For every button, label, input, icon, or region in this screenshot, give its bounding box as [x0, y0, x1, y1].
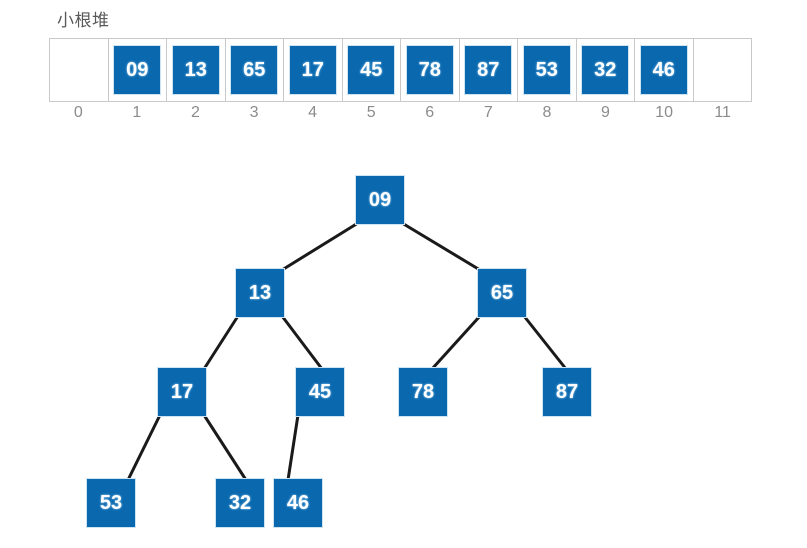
array-index-label-9: 9: [601, 104, 610, 121]
array-index-row: 0 1 2 3 4 5 6 7 8 9 10 11: [49, 104, 752, 130]
array-cell-10[interactable]: 46: [635, 39, 694, 101]
array-empty-slot: [55, 45, 103, 95]
tree-node-53[interactable]: 53: [86, 478, 136, 528]
array-index-label-0: 0: [73, 104, 83, 121]
array-value-box: 09: [113, 45, 162, 95]
array-cell-4[interactable]: 17: [284, 39, 343, 101]
array-cell-9[interactable]: 32: [577, 39, 635, 101]
page-title: 小根堆: [57, 11, 110, 30]
array-cell-5[interactable]: 45: [343, 39, 401, 101]
array-value-box: 32: [581, 45, 630, 95]
array-index-label-7: 7: [483, 104, 493, 121]
tree-edge-n3-n7: [522, 315, 568, 370]
tree-node-17[interactable]: 17: [157, 367, 207, 417]
array-index-label-5: 5: [366, 104, 376, 121]
array-index-label-6: 6: [425, 104, 435, 121]
array-index-label-3: 3: [249, 104, 259, 121]
tree-edge-n5-n10: [286, 414, 300, 481]
array-value-box: 87: [464, 45, 513, 95]
array-index-label-4: 4: [308, 104, 318, 121]
array-value-box: 65: [230, 45, 279, 95]
tree-node-65[interactable]: 65: [477, 268, 527, 318]
array-value-box: 13: [171, 45, 220, 95]
array-index-label-1: 1: [132, 104, 142, 121]
tree-edge-n1-n2: [281, 221, 359, 272]
array-cell-2[interactable]: 13: [167, 39, 226, 101]
array-cell-6[interactable]: 78: [401, 39, 460, 101]
array-value-box: 53: [522, 45, 571, 95]
tree-edge-n2-n5: [280, 315, 324, 370]
tree-edge-n1-n3: [401, 221, 481, 272]
array-value-box: 78: [405, 45, 454, 95]
tree-node-87[interactable]: 87: [542, 367, 592, 417]
array-cell-0[interactable]: [50, 39, 109, 101]
tree-node-09[interactable]: 09: [355, 175, 405, 225]
tree-edge-n3-n6: [430, 314, 482, 371]
array-index-label-10: 10: [655, 104, 673, 121]
array-index-label-2: 2: [190, 104, 200, 121]
tree-edge-n4-n8: [126, 414, 162, 481]
array-cell-8[interactable]: 53: [518, 39, 577, 101]
tree-node-13[interactable]: 13: [235, 268, 285, 318]
array-cell-11[interactable]: [694, 39, 752, 101]
array-index-label-8: 8: [542, 104, 552, 121]
array-value-box: 46: [639, 45, 688, 95]
tree-edge-n2-n4: [202, 315, 240, 370]
array-empty-slot: [698, 45, 746, 95]
tree-node-45[interactable]: 45: [295, 367, 345, 417]
array-value-box: 45: [347, 45, 396, 95]
tree-node-78[interactable]: 78: [398, 367, 448, 417]
array-cell-3[interactable]: 65: [226, 39, 284, 101]
tree-node-32[interactable]: 32: [215, 478, 265, 528]
array-value-box: 17: [288, 45, 337, 95]
array-index-label-11: 11: [714, 104, 731, 121]
tree-edge-n4-n9: [202, 414, 248, 481]
array-cell-1[interactable]: 09: [109, 39, 167, 101]
array-cell-7[interactable]: 87: [460, 39, 518, 101]
tree-node-46[interactable]: 46: [273, 478, 323, 528]
